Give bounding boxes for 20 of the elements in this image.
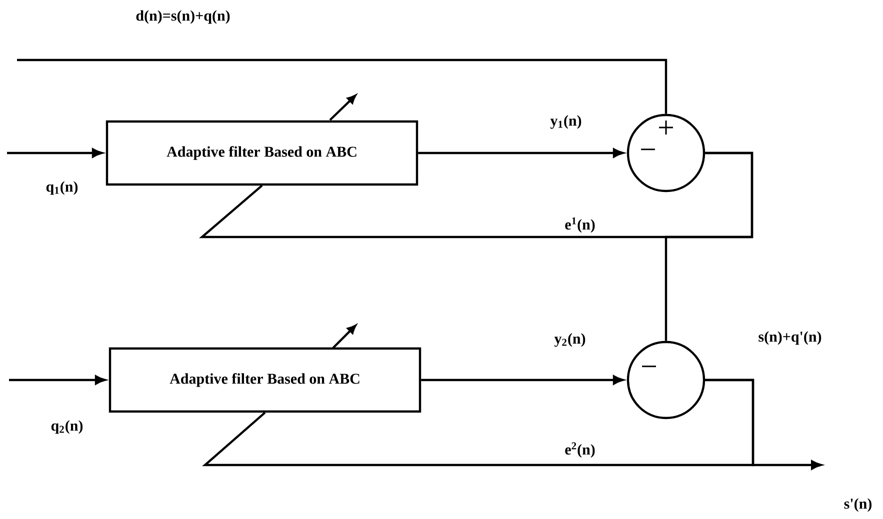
edge-label: d(n)=s(n)+q(n) [134, 9, 232, 25]
edge-label: e$^{1}$(n) [564, 216, 596, 234]
edge-label: y$_{2}$(n) [553, 332, 587, 348]
filter-box: Adaptive filter Based on ABC [106, 120, 418, 186]
edge-label: s'(n) [842, 497, 874, 513]
signal-line [664, 152, 754, 341]
signal-line [705, 378, 822, 470]
edge-label: y$_{1}$(n) [549, 114, 583, 130]
signal-line [7, 148, 103, 158]
signal-line [418, 148, 624, 158]
summing-junction: + − [626, 114, 706, 192]
signal-line [9, 375, 106, 385]
summing-junction: − [626, 340, 706, 420]
edge-label: q$_{2}$(n) [50, 419, 84, 435]
edge-label: q$_{1}$(n) [44, 180, 80, 196]
signal-line [17, 58, 668, 114]
signal-line [421, 375, 624, 385]
edge-label: e$^{2}$(n) [564, 441, 596, 459]
signal-label: s(n)+q'(n) [758, 331, 822, 345]
filter-box: Adaptive filter Based on ABC [108, 347, 422, 413]
